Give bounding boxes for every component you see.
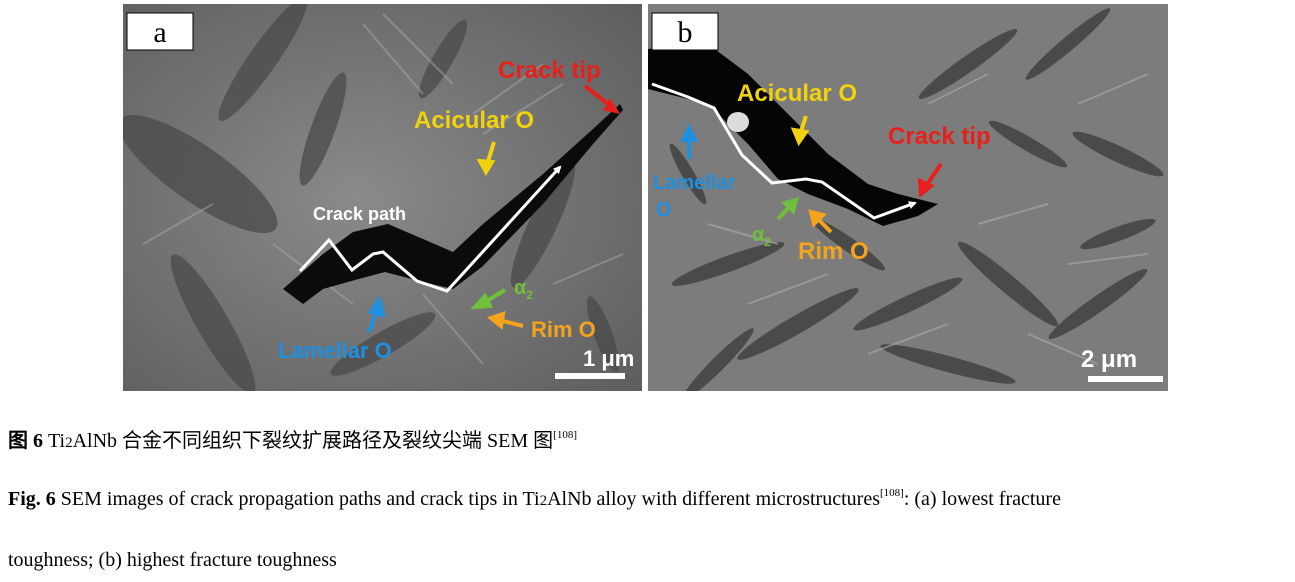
particle <box>727 112 749 132</box>
arrow-rim <box>816 217 833 234</box>
figure-number-en: Fig. 6 <box>8 488 56 510</box>
scale-bar-label-b: 2 μm <box>1081 346 1137 373</box>
figure-caption-english: Fig. 6 SEM images of crack propagation p… <box>8 488 1061 511</box>
figure-caption-chinese: 图 6 Ti2AlNb 合金不同组织下裂纹扩展路径及裂纹尖端 SEM 图[108… <box>8 424 577 453</box>
label-lamellar-o: Lamellar O <box>278 338 392 363</box>
label-lamellar: Lamellar <box>653 172 735 194</box>
sem-image-a: a Crack tip Acicular O Crack path α2 Rim… <box>123 4 642 391</box>
caption-en-part3: : (a) lowest fracture <box>903 488 1061 510</box>
scale-bar-label-a: 1 μm <box>583 346 634 371</box>
panel-letter-a: a <box>153 16 166 49</box>
label-alpha2: α2 <box>514 277 533 302</box>
caption-en-part2: AlNb alloy with different microstructure… <box>547 488 880 510</box>
label-acicular-o: Acicular O <box>414 107 534 134</box>
sem-image-b-graphic: b Acicular O Crack tip Lamellar O α2 Rim… <box>648 4 1168 391</box>
caption-cn-sub: 2 <box>65 435 73 451</box>
sem-image-b: b Acicular O Crack tip Lamellar O α2 Rim… <box>648 4 1168 391</box>
panel-letter-b: b <box>678 16 693 49</box>
scale-bar-b <box>1088 376 1163 382</box>
figure-number-cn: 图 6 <box>8 430 43 452</box>
label-crack-path: Crack path <box>313 204 406 224</box>
label-rim-o: Rim O <box>798 238 869 265</box>
caption-cn-ti: Ti <box>48 430 66 452</box>
figure-caption-english-line2: toughness; (b) highest fracture toughnes… <box>8 549 337 571</box>
caption-en-part1: SEM images of crack propagation paths an… <box>55 488 540 510</box>
label-acicular-o: Acicular O <box>737 80 857 107</box>
scale-bar-a <box>555 373 625 379</box>
label-rim-o: Rim O <box>531 317 596 342</box>
caption-en-sub: 2 <box>539 493 548 509</box>
caption-cn-ref: [108] <box>553 429 577 441</box>
arrow-crack-tip <box>924 162 943 188</box>
caption-en-ref: [108] <box>879 487 904 499</box>
caption-cn-text: AlNb 合金不同组织下裂纹扩展路径及裂纹尖端 SEM 图 <box>72 430 554 452</box>
sem-image-a-graphic: a Crack tip Acicular O Crack path α2 Rim… <box>123 4 642 391</box>
label-crack-tip: Crack tip <box>888 123 991 150</box>
label-lamellar-o: O <box>656 199 672 221</box>
label-crack-tip: Crack tip <box>498 57 601 84</box>
label-alpha2: α2 <box>752 224 771 249</box>
